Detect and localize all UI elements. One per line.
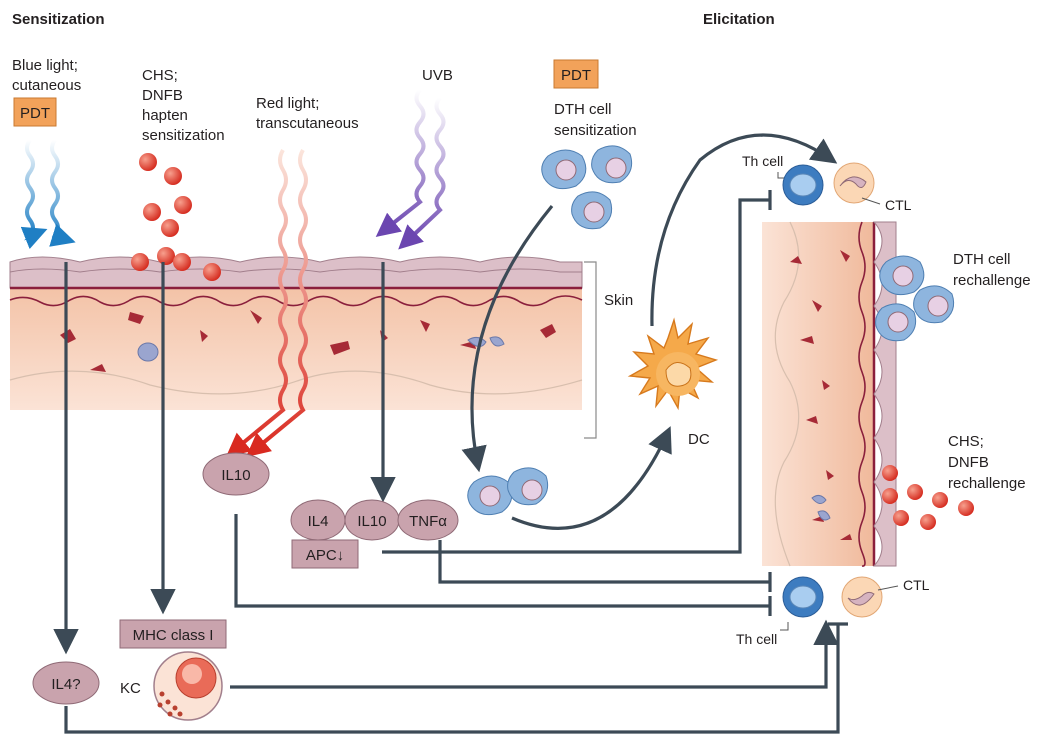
il4q-label: IL4? xyxy=(51,676,80,693)
mhc-label: MHC class I xyxy=(133,627,214,644)
pdt-box-right xyxy=(553,59,599,89)
tnfa-bubble xyxy=(397,499,459,541)
il4-label: IL4 xyxy=(308,513,329,530)
dth-re-label-1: DTH cell xyxy=(953,251,1011,268)
apc-box xyxy=(291,539,359,569)
inhibit-line-il4q xyxy=(64,624,840,734)
hapten-particles-right xyxy=(882,465,974,530)
blue-light-wave-1 xyxy=(20,138,48,250)
skin-label: Skin xyxy=(604,292,633,309)
blue-light-label-2: cutaneous xyxy=(12,77,81,94)
dth-cells-rechallenge xyxy=(875,255,955,342)
ctl-bottom-leader xyxy=(877,585,899,591)
hapten-particles-left xyxy=(131,153,221,281)
skin-bracket xyxy=(584,261,597,439)
inhibit-line-il10 xyxy=(234,514,770,608)
il10-bubble xyxy=(202,452,270,496)
th-cell-top xyxy=(782,164,824,206)
chs-label-1: CHS; xyxy=(142,67,178,84)
il10-label: IL10 xyxy=(221,467,250,484)
chs-re-label-2: DNFB xyxy=(948,454,989,471)
th-bottom-label: Th cell xyxy=(736,631,777,647)
kc-label: KC xyxy=(120,680,141,697)
sensitization-header: Sensitization xyxy=(12,11,105,28)
blue-light-wave-2 xyxy=(49,138,76,247)
red-light-label-2: transcutaneous xyxy=(256,115,359,132)
chs-re-label-3: rechallenge xyxy=(948,475,1026,492)
dth-cells-bottom xyxy=(467,467,549,516)
pdt-box-left xyxy=(13,97,57,127)
ctl-top-leader xyxy=(861,197,881,205)
pdt-label-left: PDT xyxy=(20,105,50,122)
th-top-label: Th cell xyxy=(742,153,783,169)
skin-section-right xyxy=(762,221,897,567)
pdt-label-right: PDT xyxy=(561,67,591,84)
chs-label-2: DNFB xyxy=(142,87,183,104)
inhibit-line-cytokines xyxy=(438,540,770,584)
uvb-wave-1 xyxy=(375,88,426,237)
th-cell-bottom xyxy=(782,576,824,618)
dth-sens-label-1: DTH cell xyxy=(554,101,612,118)
ctl-cell-top xyxy=(833,162,875,204)
uvb-label: UVB xyxy=(422,67,453,84)
th-bottom-leader xyxy=(780,622,789,631)
inhibit-line-top xyxy=(382,198,770,554)
tnfa-label: TNFα xyxy=(409,513,447,530)
dth-re-label-2: rechallenge xyxy=(953,272,1031,289)
red-light-wave-2 xyxy=(245,148,308,458)
uvb-wave-2 xyxy=(398,96,446,250)
arrow-dc-to-tcells xyxy=(650,133,838,327)
kc-cell xyxy=(153,651,223,721)
ctl-top-label: CTL xyxy=(885,197,912,213)
chs-label-3: hapten xyxy=(142,107,188,124)
arrow-lymph-to-dc xyxy=(511,426,672,530)
il10-label-2: IL10 xyxy=(357,513,386,530)
chs-re-label-1: CHS; xyxy=(948,433,984,450)
red-light-wave-1 xyxy=(225,148,288,458)
il4q-bubble xyxy=(32,661,100,705)
elicitation-header: Elicitation xyxy=(703,11,775,28)
dth-sens-label-2: sensitization xyxy=(554,122,637,139)
skin-section-left xyxy=(9,256,583,410)
apc-label: APC↓ xyxy=(306,547,344,564)
dth-cells-top xyxy=(541,145,633,230)
red-light-label-1: Red light; xyxy=(256,95,319,112)
dc-label: DC xyxy=(688,431,710,448)
ctl-cell-bottom xyxy=(841,576,883,618)
dc-cell xyxy=(627,317,719,411)
arrow-dth-to-lymph xyxy=(461,204,554,473)
arrow-kc-to-th xyxy=(230,619,839,689)
ctl-bottom-label: CTL xyxy=(903,577,930,593)
mhc-box xyxy=(119,619,227,649)
chs-label-4: sensitization xyxy=(142,127,225,144)
blue-light-label-1: Blue light; xyxy=(12,57,78,74)
